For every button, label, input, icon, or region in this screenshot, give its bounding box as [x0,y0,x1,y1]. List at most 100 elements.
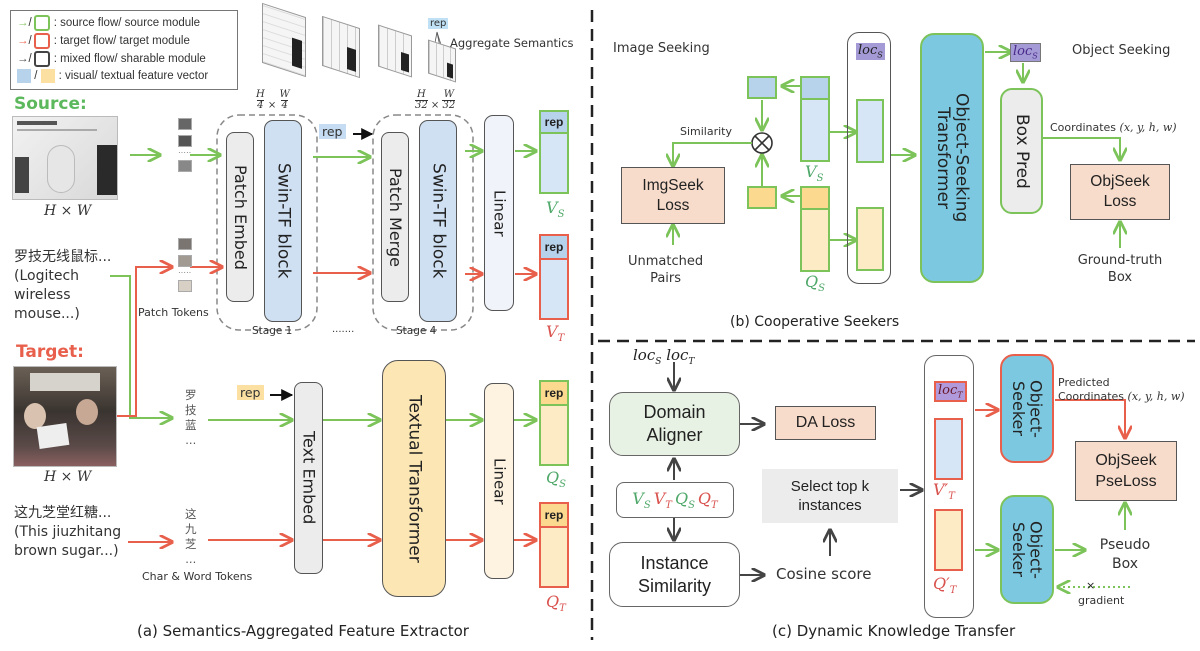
symbol-sub: T [557,333,565,345]
target-label: Target: [16,342,84,362]
loc-s-output: locS [1010,43,1041,62]
feature-map-shape [292,37,302,69]
box-pred-label: Box Pred [1011,113,1032,189]
source-text-en-line: wireless [14,287,71,303]
label-line: Box [1111,556,1139,572]
visual-rep-projection [747,76,777,99]
symbol-sub: S [559,479,566,491]
source-text-cn: 罗技无线鼠标... [14,249,112,265]
symbol: V [653,488,666,508]
patch-merge-label: Patch Merge [385,167,405,267]
coordinates-text: Coordinates [1050,121,1117,134]
symbol: loc [1013,44,1033,59]
rep-token: rep [541,382,567,406]
char-token: 九 [185,522,197,536]
green-arrow-icon: → [17,17,29,29]
label-line: Seeker [1009,381,1028,436]
v-prime-t-slot [934,418,963,480]
qs-feature: QS [675,489,695,511]
source-image-size: H × W [44,203,92,219]
feature-map-shape [347,46,356,72]
vs-symbol: VS [546,198,564,220]
legend-row-target: →/: target flow/ target module [17,33,190,49]
symbol: loc [858,43,878,58]
rep-cell [802,78,828,100]
legend-label: : mixed flow/ sharable module [53,53,206,65]
domain-aligner-line: Aligner [646,425,703,445]
textual-rep-token: rep [237,385,264,400]
symbol-sub: T [948,491,955,503]
gradient-label: gradient [1078,594,1125,607]
source-patch-tokens: ····· [178,118,192,172]
vs-feature: VS [632,489,650,511]
symbol: Q [805,272,819,291]
source-text: 罗技无线鼠标... (Logitech wireless mouse...) [14,248,111,324]
stage4-group [372,114,474,331]
imgseek-loss-box: ImgSeek Loss [621,167,725,224]
aggregate-semantics-label: Aggregate Semantics [450,36,574,50]
objseek-loss-line: Loss [1103,193,1137,210]
laptop-graphic [97,145,117,195]
text-embed-block: Text Embed [294,382,323,574]
mouse-graphic [47,145,75,193]
symbol: loc [938,383,958,398]
patch-token [178,255,192,267]
predicted-coordinates-label: Predicted Coordinates (x, y, h, w) [1058,376,1185,404]
coordinates-text: Coordinates [1058,390,1125,403]
patch-token [178,160,192,172]
cosine-score-label: Cosine score [776,565,872,583]
frac-den: 32 [415,100,428,111]
objseek-pseloss-box: ObjSeek PseLoss [1075,441,1177,501]
panel-a-caption: (a) Semantics-Aggregated Feature Extract… [137,622,469,640]
pseudo-box-label: Pseudo Box [1090,536,1160,574]
char-token: 这 [185,507,197,521]
linear-label: Linear [490,189,509,237]
symbol-sub: T [711,500,718,512]
select-top-k-box: Select top k instances [762,469,898,523]
qs-feature-vector: rep [539,380,569,466]
black-arrow-icon: → [17,53,29,65]
label-line: Box [1107,270,1133,285]
panel-c-caption: (c) Dynamic Knowledge Transfer [772,622,1016,640]
loc-inputs: locS locT [633,346,694,367]
seeker-input-container: locS [847,32,891,284]
ellipsis: ····· [178,268,192,277]
select-top-k-line: instances [798,497,862,514]
instance-similarity-block: Instance Similarity [609,542,740,607]
swin-block-stage4: Swin-TF block [419,120,457,322]
stage-ellipsis: ....... [332,324,355,335]
textual-slot [856,207,884,271]
loc-s-token: locS [856,43,885,60]
swin-block-stage1: Swin-TF block [264,120,302,322]
vt-feature: VT [654,489,672,511]
target-char-tokens: 这 九 芝 ... [185,507,197,567]
legend-label: : source flow/ source module [53,17,201,29]
target-text-en-line: brown sugar...) [14,543,119,559]
label-line: Object- [1026,379,1046,438]
patch-token [178,135,192,147]
symbol: loc [666,346,689,364]
patch-token [178,280,192,292]
feature-set-box: VS VT QS QT [616,482,734,518]
stage1-label: Stage 1 [252,325,293,337]
symbol-sub: T [665,500,672,512]
label-line: Object-Seeking [951,93,972,223]
symbol-sub: T [949,585,957,597]
object-seeking-label: Object Seeking [1072,43,1171,58]
objseek-loss-box: ObjSeek Loss [1070,164,1170,220]
legend-row-mixed: →/: mixed flow/ sharable module [17,51,206,67]
feature-map-shape [401,51,409,73]
visual-vector-swatch [17,69,31,83]
textual-rep-projection [747,186,777,209]
frac-den: 4 [281,100,288,111]
patch-embed-label: Patch Embed [230,164,250,270]
stop-gradient-icon: × [1086,579,1096,592]
textual-vector-swatch [40,69,55,83]
da-loss-label: DA Loss [795,414,856,431]
symbol: Q [674,488,689,508]
text-embed-label: Text Embed [299,431,319,525]
target-instance-container: locT V′T Q′T [924,355,974,618]
